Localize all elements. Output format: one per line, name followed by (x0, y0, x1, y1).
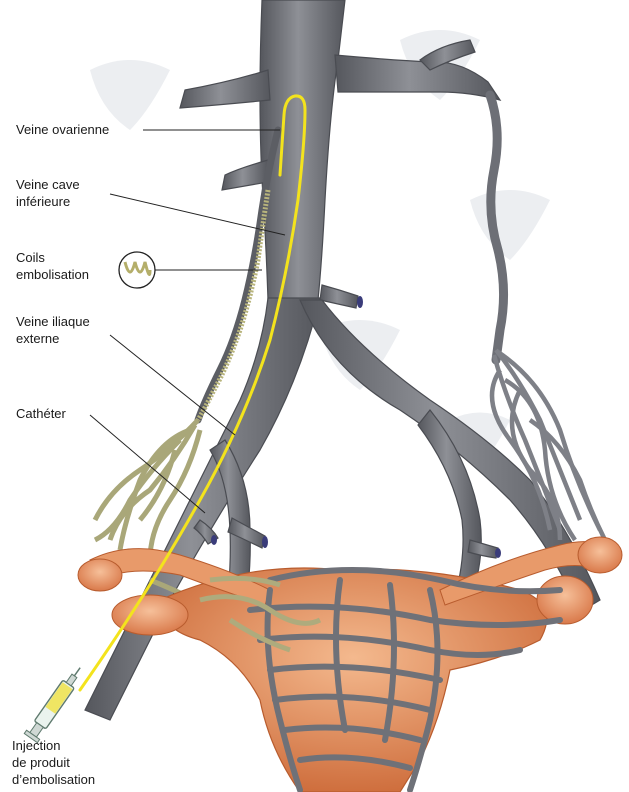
label-injection: Injection de produit d’embolisation (12, 737, 95, 788)
vena-cava (180, 0, 500, 308)
label-injection-line2: de produit (12, 754, 95, 771)
label-veine-cave-line1: Veine cave (16, 176, 80, 193)
label-veine-iliaque: Veine iliaque externe (16, 313, 90, 347)
label-veine-cave: Veine cave inférieure (16, 176, 80, 210)
label-catheter-text: Cathéter (16, 405, 66, 422)
label-veine-cave-line2: inférieure (16, 193, 80, 210)
label-veine-iliaque-line1: Veine iliaque (16, 313, 90, 330)
label-coils-line1: Coils (16, 249, 89, 266)
label-coils: Coils embolisation (16, 249, 89, 283)
label-veine-ovarienne-text: Veine ovarienne (16, 121, 109, 138)
label-injection-line1: Injection (12, 737, 95, 754)
label-veine-ovarienne: Veine ovarienne (16, 121, 109, 138)
label-injection-line3: d’embolisation (12, 771, 95, 788)
label-coils-line2: embolisation (16, 266, 89, 283)
coil-magnifier (119, 252, 155, 288)
label-veine-iliaque-line2: externe (16, 330, 90, 347)
label-catheter: Cathéter (16, 405, 66, 422)
syringe-icon (24, 663, 86, 743)
